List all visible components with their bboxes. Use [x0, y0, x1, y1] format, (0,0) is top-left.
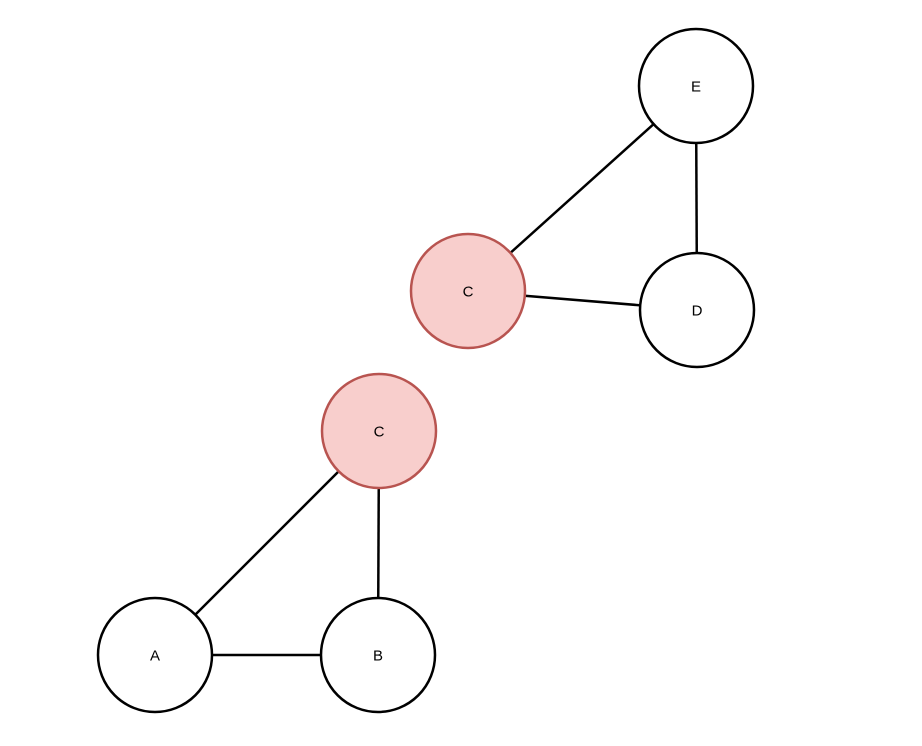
node-circle-C1: [409, 232, 527, 350]
node-C2[interactable]: C: [320, 372, 438, 490]
node-circle-D: [638, 251, 756, 369]
node-label-C2: C: [374, 423, 385, 440]
nodes-layer: E C D C A B: [96, 27, 756, 714]
node-label-E: E: [691, 78, 701, 95]
node-circle-C2: [320, 372, 438, 490]
node-circle-B: [319, 596, 437, 714]
node-label-C1: C: [463, 283, 474, 300]
node-label-D: D: [692, 302, 703, 319]
node-label-B: B: [373, 647, 383, 664]
node-C1[interactable]: C: [409, 232, 527, 350]
node-E[interactable]: E: [637, 27, 755, 145]
node-D[interactable]: D: [638, 251, 756, 369]
edges-layer: [154, 85, 699, 657]
node-label-A: A: [150, 647, 160, 664]
node-circle-A: [96, 596, 214, 714]
node-circle-E: [637, 27, 755, 145]
node-B[interactable]: B: [319, 596, 437, 714]
node-A[interactable]: A: [96, 596, 214, 714]
